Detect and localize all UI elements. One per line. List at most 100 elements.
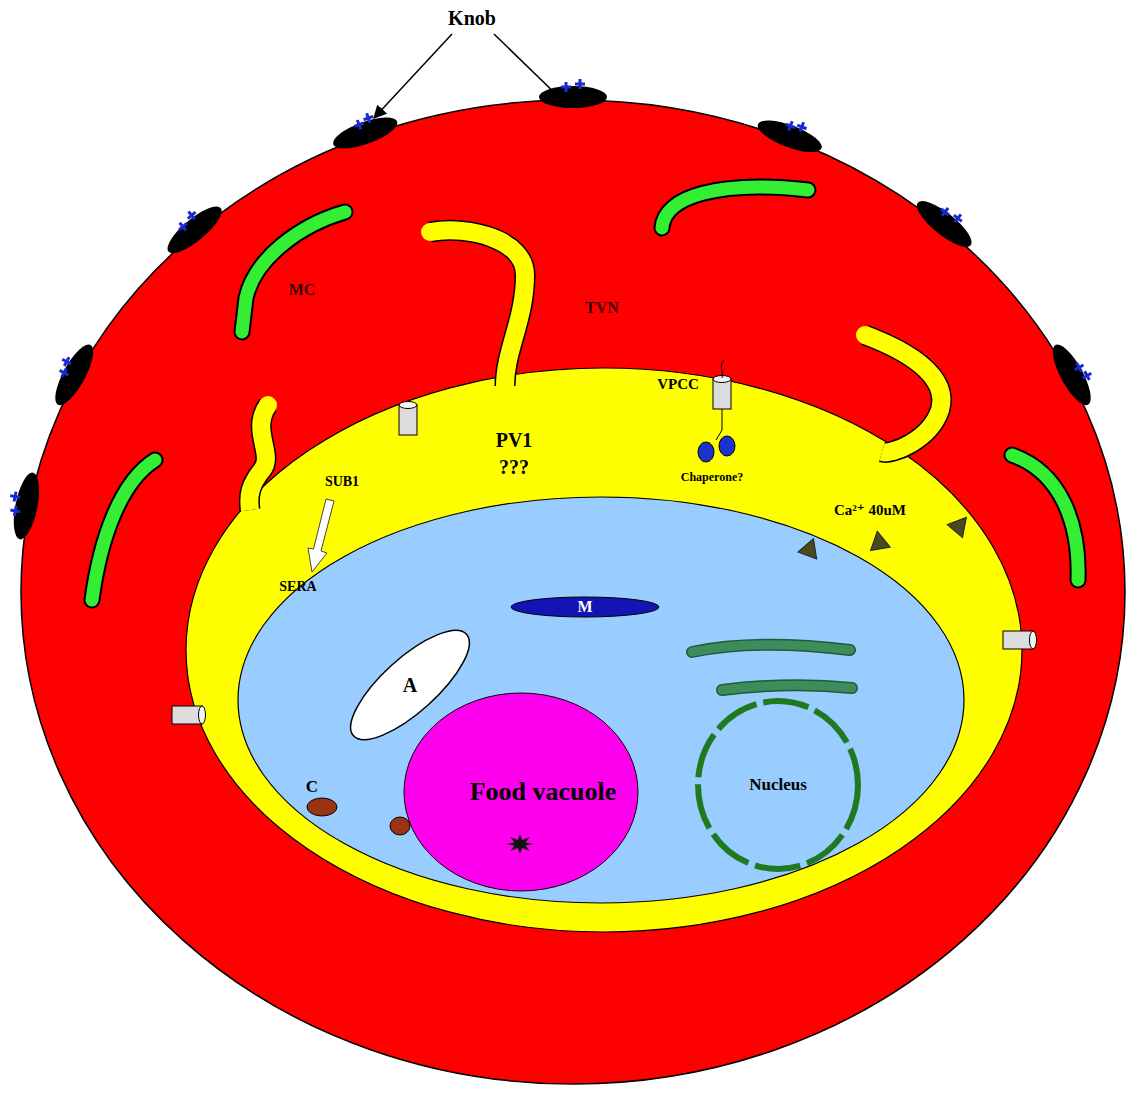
calcium-marker: [947, 511, 974, 538]
nucleus-shape: Nucleus: [693, 697, 863, 873]
node-label: Food vacuole: [470, 778, 617, 807]
plus-mark: [561, 82, 571, 92]
plus-mark: [9, 491, 21, 503]
structure-label: Chaperone?: [681, 471, 743, 484]
channel: [399, 402, 417, 436]
channel-top: [199, 706, 206, 724]
plus-mark: [951, 211, 965, 225]
plus-mark: [784, 119, 797, 132]
structure-label: C: [306, 778, 318, 797]
plus-mark: [57, 366, 71, 380]
knob-body: [911, 194, 978, 254]
tube-tip: [259, 396, 277, 414]
node-label: A: [403, 674, 417, 696]
knob: [2, 469, 44, 541]
leader-line: [374, 34, 452, 118]
knob-body: [329, 111, 400, 155]
tube-tip: [421, 223, 439, 241]
plus-mark: [176, 220, 190, 234]
channel-body: [1003, 631, 1033, 649]
parasite-body: [238, 497, 964, 903]
channel-body: [399, 405, 417, 435]
knob-body: [754, 114, 825, 159]
channel: [1003, 631, 1037, 649]
plus-mark: [353, 118, 366, 131]
plus-mark: [795, 121, 808, 134]
structure-label: Knob: [448, 7, 496, 29]
mitochondrion-shape: M: [509, 596, 661, 618]
endoplasmic-reticulum: [722, 685, 852, 690]
calcium-marker: [867, 529, 890, 550]
cleft-outline: [242, 212, 345, 332]
cleft-outline: [92, 460, 155, 600]
node-label: Nucleus: [749, 776, 807, 795]
node-ellipse: [404, 693, 638, 891]
structure-label: TVN: [585, 299, 619, 317]
knob-body: [539, 86, 607, 108]
maurers-cleft: [242, 212, 345, 332]
hemozoin-crystal: [506, 834, 534, 854]
er-outline: [692, 645, 850, 652]
plus-mark: [60, 355, 74, 369]
tube-outline: [865, 335, 941, 452]
channel-top: [399, 402, 417, 409]
plus-mark: [362, 112, 375, 125]
tube-outline: [249, 405, 268, 510]
food-vacuole-shape: Food vacuole: [403, 692, 639, 892]
channel: [713, 376, 731, 410]
knob: [327, 105, 401, 155]
calcium-marker: [798, 535, 823, 559]
cleft-outline: [662, 187, 808, 228]
drawing-part: [2, 79, 1104, 541]
tvn-tube: [430, 230, 525, 386]
tvn-tube: [249, 405, 268, 510]
note-label: ???: [499, 456, 529, 478]
knob: [754, 107, 828, 158]
tube-tip: [856, 326, 874, 344]
leader-line: [494, 34, 563, 101]
knob: [539, 79, 607, 108]
er-outline: [722, 685, 852, 690]
chaperone: [719, 436, 735, 456]
knob: [157, 194, 228, 260]
endoplasmic-reticulum: [692, 645, 850, 652]
structure-label: VPCC: [657, 376, 699, 393]
maurers-cleft: [662, 187, 808, 228]
knob: [1046, 336, 1104, 410]
channel-body: [172, 706, 202, 724]
tvn-tube: [865, 335, 941, 452]
plus-mark: [9, 505, 21, 517]
node-ellipse: [511, 597, 659, 617]
channel-tail: [721, 360, 724, 378]
channel: [172, 706, 206, 724]
plus-mark: [185, 208, 199, 222]
node-label: M: [577, 598, 592, 616]
channel-top: [1030, 631, 1037, 649]
organelle-c: [390, 817, 410, 835]
cleavage-arrow: [308, 499, 334, 572]
plus-mark: [1080, 369, 1094, 383]
node-ellipse: [698, 701, 858, 869]
maurers-cleft: [1012, 455, 1078, 580]
knob: [911, 189, 982, 254]
structure-label: PV1: [496, 429, 533, 451]
knob: [42, 336, 100, 410]
enzyme-label: SUB1: [325, 474, 359, 489]
maurers-cleft: [92, 460, 155, 600]
knob-body: [1046, 340, 1098, 410]
tube-outline: [430, 230, 525, 386]
chaperone: [698, 442, 714, 462]
knob-body: [9, 470, 44, 541]
drawing-part: [249, 223, 941, 510]
chaperone-link: [716, 409, 722, 440]
red-blood-cell: [21, 100, 1125, 1084]
knob-body: [48, 340, 100, 410]
structure-label: MC: [289, 281, 316, 299]
enzyme-label: SERA: [279, 579, 316, 594]
concentration-label: Ca²⁺ 40uM: [834, 502, 906, 519]
organelle-c: [307, 798, 337, 816]
cleft-outline: [1012, 455, 1078, 580]
plus-mark: [938, 205, 952, 219]
